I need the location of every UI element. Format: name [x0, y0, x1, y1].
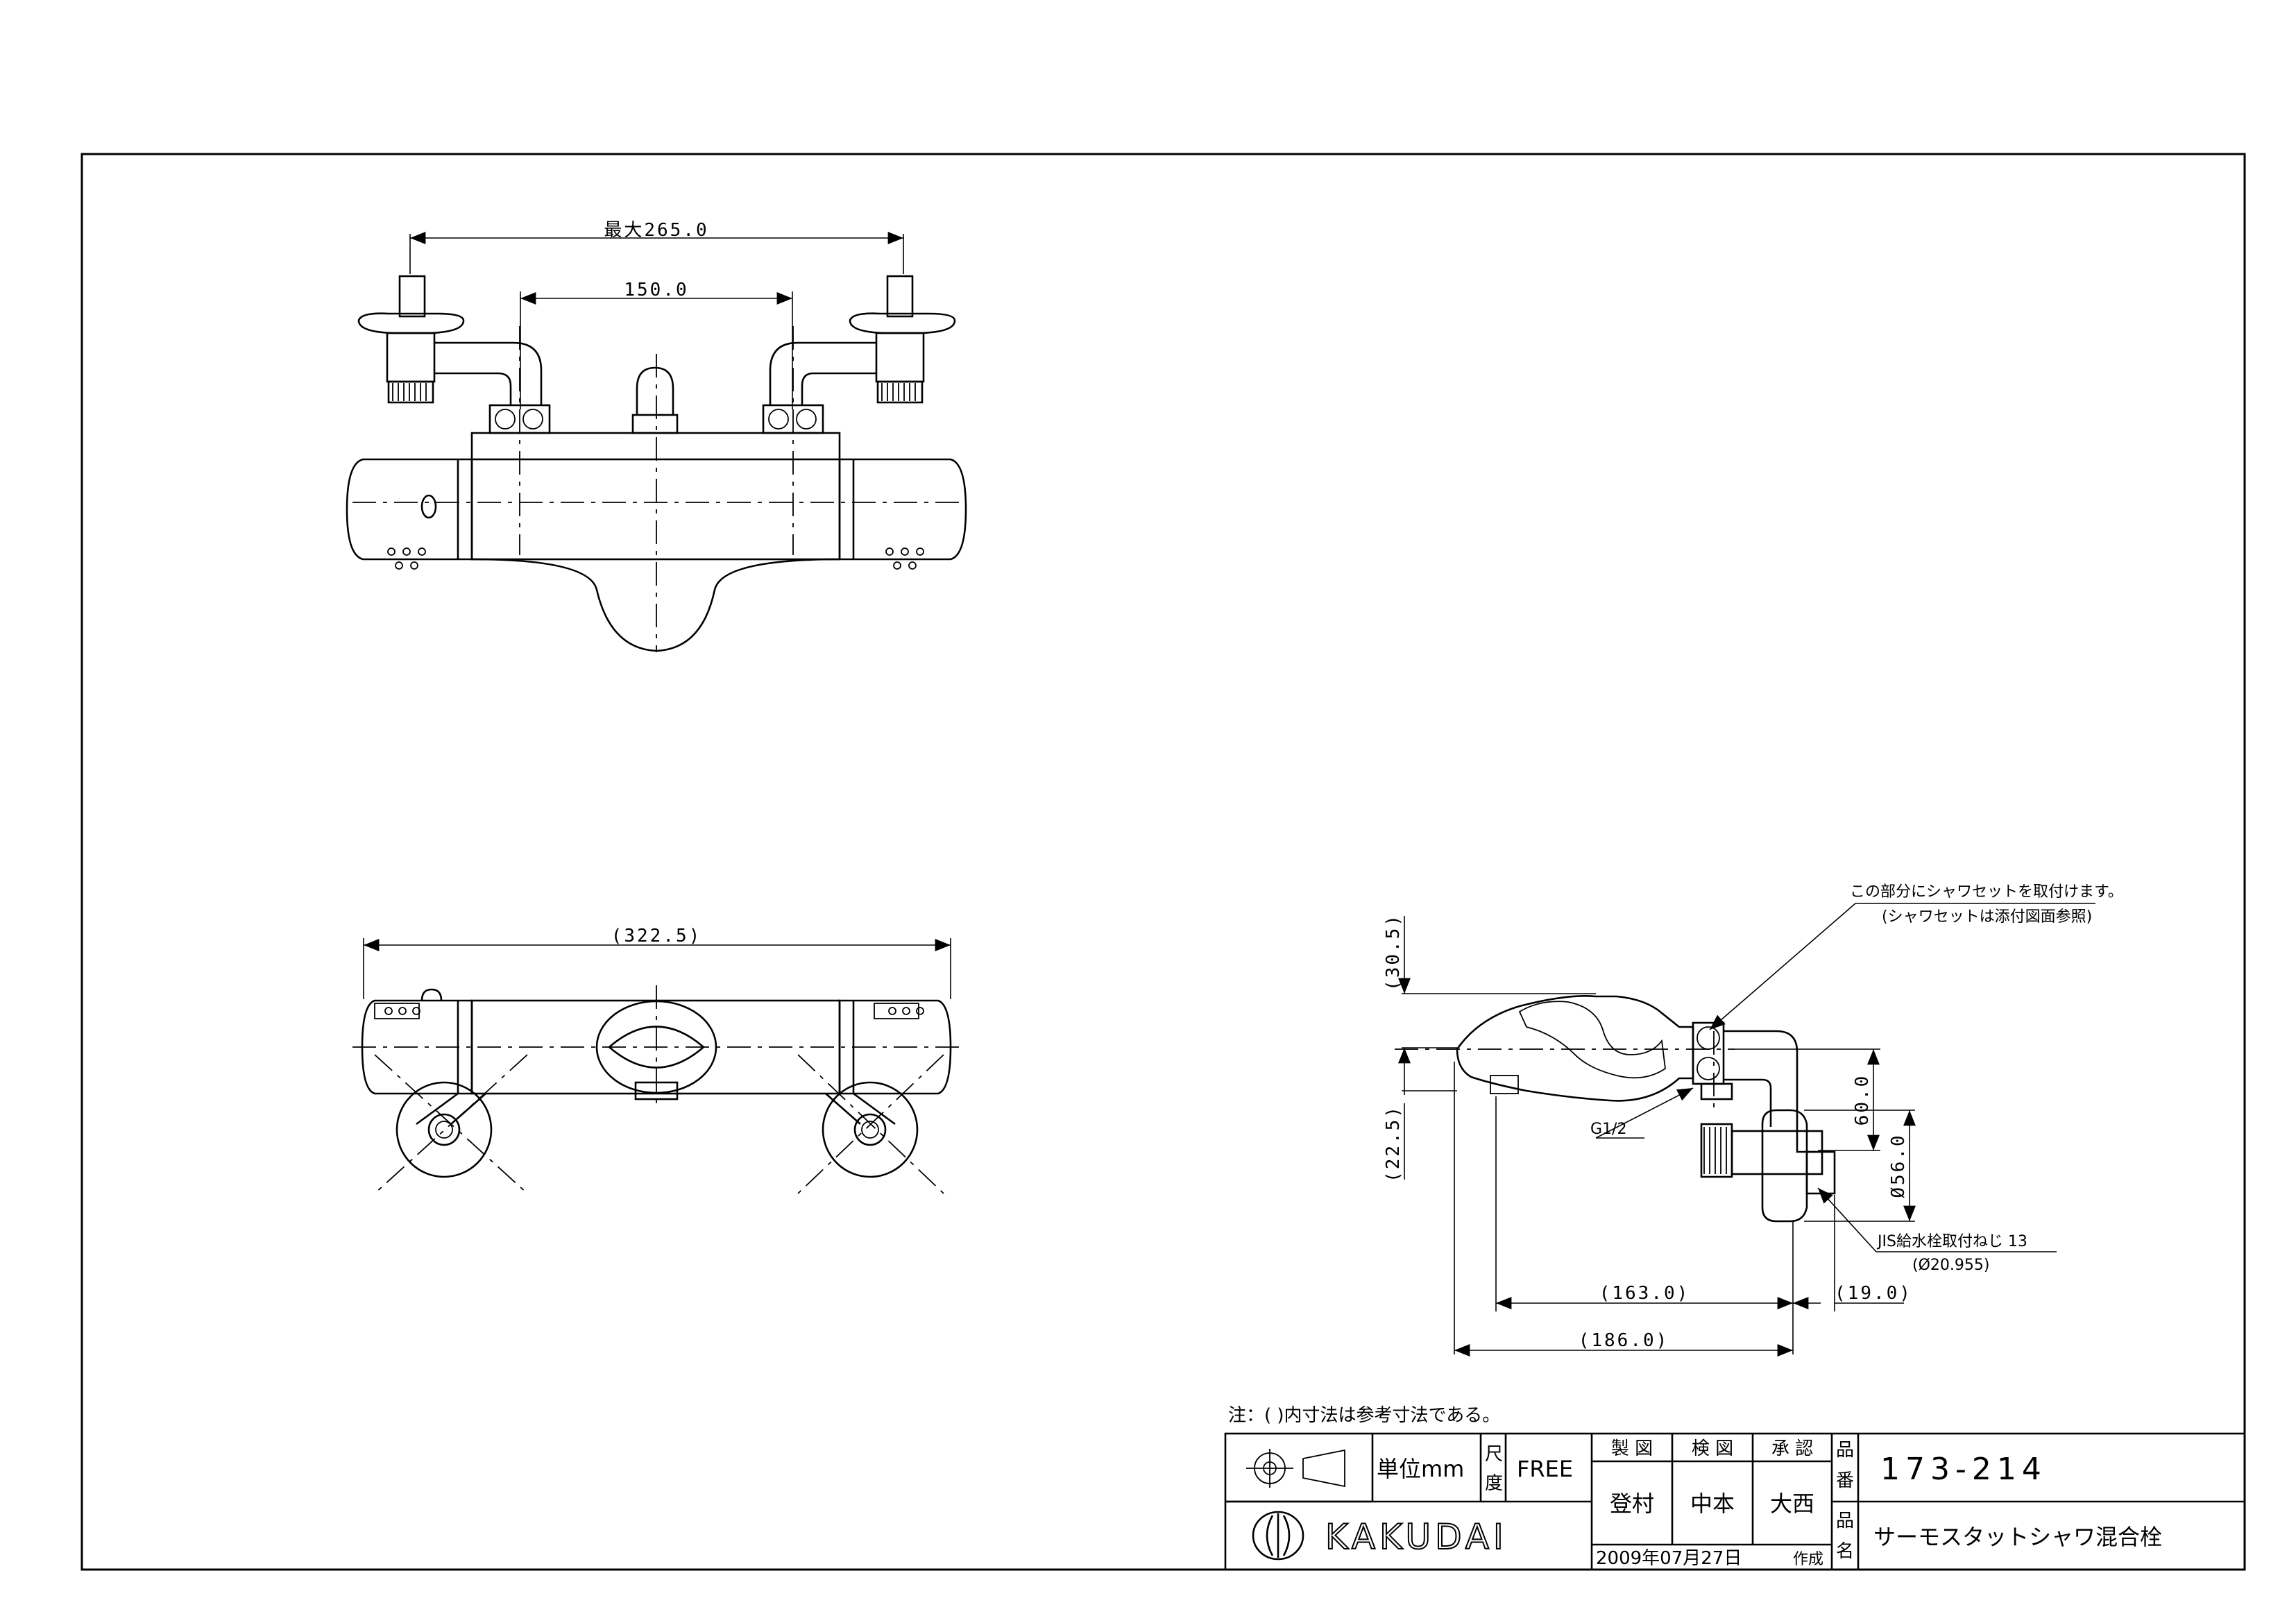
- scale-label-2: 度: [1485, 1473, 1503, 1494]
- dim-side-flange: (19.0): [1835, 1283, 1912, 1304]
- dim-side-depth-inner: (163.0): [1599, 1283, 1690, 1304]
- name-label-1: 品: [1836, 1511, 1854, 1531]
- created-label: 作成: [1793, 1551, 1823, 1568]
- drawn-by: 登村: [1610, 1490, 1654, 1517]
- side-view: (30.5) (22.5) 60.0 Ø56.0: [1383, 883, 2123, 1357]
- scale-value: FREE: [1517, 1456, 1573, 1482]
- dim-side-height: 60.0: [1852, 1074, 1873, 1126]
- company-name: KAKUDAI: [1325, 1517, 1508, 1557]
- kakudai-logo: [1252, 1511, 1304, 1561]
- dim-side-bottom-offset: (22.5): [1383, 1105, 1404, 1182]
- callout-jis-line1: JIS給水栓取付ねじ 13: [1876, 1233, 2027, 1250]
- part-no-label-2: 番: [1836, 1470, 1854, 1491]
- checked-by: 中本: [1690, 1490, 1735, 1517]
- dim-side-top-offset: (30.5): [1383, 913, 1404, 991]
- title-block: 単位mm 尺 度 FREE 製 図 検 図 承 認 登村 中本 大西 品 番 1…: [1224, 1432, 2246, 1571]
- callout-jis-line2: (Ø20.955): [1912, 1257, 1989, 1274]
- approved-header: 承 認: [1771, 1438, 1813, 1459]
- scale-label-1: 尺: [1485, 1444, 1503, 1465]
- dim-top-overall: 最大265.0: [604, 220, 708, 241]
- reference-note: 注：( )内寸法は参考寸法である。: [1228, 1405, 1500, 1426]
- dim-front-overall: (322.5): [611, 926, 702, 946]
- drawn-header: 製 図: [1611, 1438, 1653, 1459]
- drawing-date: 2009年07月27日: [1596, 1548, 1742, 1569]
- product-name: サーモスタットシャワ混合栓: [1873, 1524, 2162, 1550]
- name-label-2: 名: [1836, 1541, 1854, 1562]
- approved-by: 大西: [1770, 1490, 1814, 1517]
- drawing-frame: [80, 153, 2246, 1571]
- front-view: (322.5): [352, 926, 964, 1194]
- callout-shower-line2: (シャワセットは添付図面参照): [1882, 908, 2092, 926]
- part-no-label-1: 品: [1836, 1440, 1854, 1461]
- checked-header: 検 図: [1692, 1438, 1733, 1459]
- dim-side-depth-outer: (186.0): [1579, 1330, 1669, 1351]
- callout-thread: G1/2: [1590, 1121, 1626, 1138]
- part-number: 173-214: [1880, 1452, 2047, 1487]
- unit-label: 単位mm: [1377, 1456, 1464, 1482]
- dim-top-center: 150.0: [624, 280, 688, 300]
- top-view: 最大265.0 150.0: [346, 220, 967, 652]
- projection-symbol-icon: [1246, 1449, 1345, 1488]
- callout-shower-line1: この部分にシャワセットを取付けます。: [1850, 883, 2123, 901]
- dim-side-diameter: Ø56.0: [1888, 1133, 1909, 1198]
